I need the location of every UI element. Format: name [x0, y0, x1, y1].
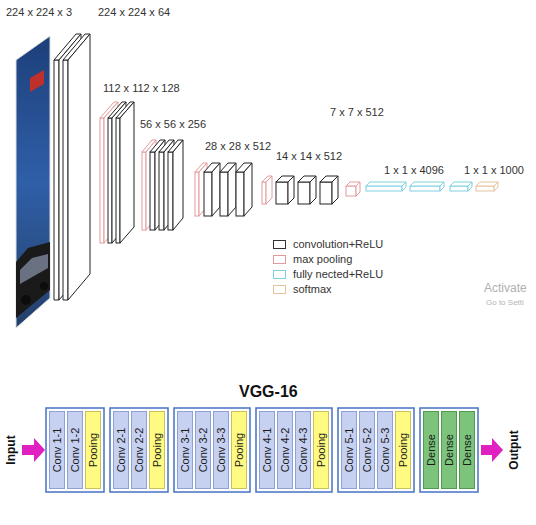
conv-box: Conv 3-2	[195, 411, 211, 489]
layer-name: Conv 4-2	[280, 428, 291, 473]
layer-name: Dense	[444, 434, 455, 466]
layer-name: Conv 1-1	[52, 428, 63, 473]
legend-text: softmax	[293, 283, 332, 295]
layer-name: Conv 4-1	[262, 428, 273, 473]
io-label: Output	[508, 430, 521, 469]
layer-name: Conv 2-2	[134, 428, 145, 473]
pool-block	[142, 140, 156, 230]
legend-swatch	[273, 255, 286, 264]
dimension-label: 112 x 112 x 128	[103, 82, 180, 94]
watermark-text: Go to Setti	[486, 299, 524, 308]
layer-name: Conv 1-2	[70, 428, 81, 473]
dimension-label: 7 x 7 x 512	[330, 106, 384, 118]
pool-block	[262, 176, 272, 204]
conv-blocks	[54, 34, 90, 300]
layer-name: Dense	[426, 434, 437, 466]
io-label: Input	[5, 435, 18, 464]
conv-box: Conv 5-3	[377, 411, 393, 489]
softmax-bar	[476, 182, 498, 191]
conv-box: Conv 5-1	[341, 411, 357, 489]
input-image	[16, 36, 50, 328]
legend-swatch	[273, 285, 286, 294]
conv-box: Conv 5-2	[359, 411, 375, 489]
pooling-box: Pooing	[149, 411, 165, 489]
conv-blocks	[204, 163, 252, 216]
diagram-title: VGG-16	[239, 383, 298, 401]
conv-blocks	[276, 176, 338, 204]
watermark-text: Activate	[484, 282, 527, 295]
dimension-label: 1 x 1 x 1000	[464, 164, 524, 176]
conv-box: Conv 2-2	[131, 411, 147, 489]
legend-text: max pooling	[293, 253, 352, 265]
legend-text: convolution+ReLU	[293, 238, 383, 250]
layer-name: Conv 3-2	[198, 428, 209, 473]
legend-swatch	[273, 240, 286, 249]
dimension-label: 56 x 56 x 256	[140, 118, 206, 130]
conv-blocks	[108, 102, 134, 243]
conv-blocks	[150, 140, 183, 230]
conv-box: Conv 1-2	[67, 411, 83, 489]
layer-name: Dense	[462, 434, 473, 466]
layer-name: Pooing	[316, 433, 327, 467]
dimension-label: 224 x 224 x 3	[6, 6, 72, 18]
dimension-label: 1 x 1 x 4096	[384, 164, 444, 176]
layer-name: Conv 5-1	[344, 428, 355, 473]
layer-name: Conv 3-1	[180, 428, 191, 473]
pooling-box: Pooing	[85, 411, 101, 489]
dimension-label: 14 x 14 x 512	[276, 150, 342, 162]
output-arrow	[481, 438, 503, 462]
layer-name: Conv 3-3	[216, 428, 227, 473]
pool-block	[346, 182, 360, 196]
layer-name: Pooing	[398, 433, 409, 467]
legend-text: fully nected+ReLU	[293, 268, 383, 280]
pooling-box: Pooing	[395, 411, 411, 489]
conv-box: Conv 4-1	[259, 411, 275, 489]
layer-groups	[46, 408, 478, 492]
legend-swatch	[273, 270, 286, 279]
conv-box: Conv 2-1	[113, 411, 129, 489]
layer-name: Conv 4-3	[298, 428, 309, 473]
layer-name: Conv 5-3	[380, 428, 391, 473]
pooling-box: Pooing	[313, 411, 329, 489]
input-arrow	[22, 438, 45, 462]
layer-name: Conv 5-2	[362, 428, 373, 473]
dense-box: Dense	[459, 411, 475, 489]
conv-box: Conv 3-3	[213, 411, 229, 489]
dense-box: Dense	[423, 411, 439, 489]
dense-bars	[366, 182, 472, 191]
conv-box: Conv 4-2	[277, 411, 293, 489]
layer-name: Pooing	[234, 433, 245, 467]
pooling-box: Pooing	[231, 411, 247, 489]
dimension-label: 224 x 224 x 64	[98, 6, 170, 18]
conv-box: Conv 3-1	[177, 411, 193, 489]
layer-name: Conv 2-1	[116, 428, 127, 473]
conv-box: Conv 1-1	[49, 411, 65, 489]
conv-box: Conv 4-3	[295, 411, 311, 489]
dimension-label: 28 x 28 x 512	[205, 140, 271, 152]
dense-box: Dense	[441, 411, 457, 489]
layer-name: Pooing	[152, 433, 163, 467]
layer-name: Pooing	[88, 433, 99, 467]
